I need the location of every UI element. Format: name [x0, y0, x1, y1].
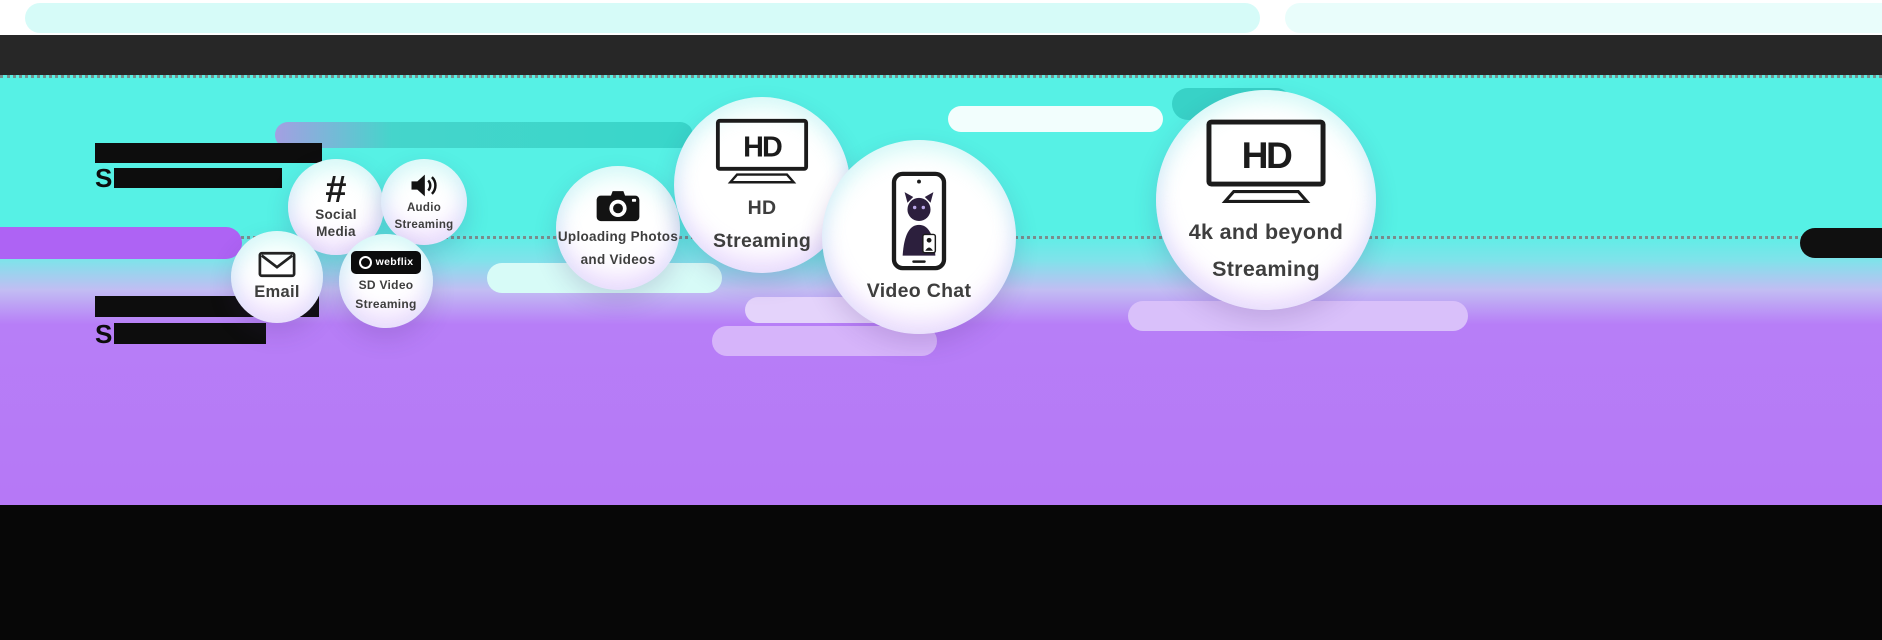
- gradient-background: S S # Social Media A: [0, 75, 1882, 505]
- speed-text-block-1: S: [95, 143, 322, 193]
- decor-pill: [1128, 301, 1468, 331]
- bubble-label: SD Video: [358, 277, 414, 292]
- bubble-label: Uploading Photos: [557, 228, 679, 244]
- speed-text-prefix: S: [95, 318, 113, 349]
- webflix-ring-icon: [358, 255, 372, 269]
- envelope-icon: [258, 251, 296, 278]
- top-dark-band: [0, 35, 1882, 75]
- bubble-video-chat: Video Chat: [822, 140, 1016, 334]
- bubble-audio-streaming: Audio Streaming: [381, 159, 467, 245]
- webflix-logo: webflix: [350, 250, 422, 274]
- decor-pill: [25, 3, 1260, 33]
- redacted-text-bar: [95, 143, 322, 163]
- speed-text-prefix: S: [95, 163, 113, 193]
- dotted-divider-top: [0, 75, 1882, 78]
- bubble-label: and Videos: [580, 251, 656, 267]
- hd-logo-text: HD: [743, 131, 782, 163]
- bubble-label: Video Chat: [866, 279, 972, 302]
- decor-pill: [948, 106, 1163, 132]
- bubble-4k-streaming: HD 4k and beyond Streaming: [1156, 90, 1376, 310]
- bubble-email: Email: [231, 231, 323, 323]
- bubble-label: Audio: [406, 202, 442, 215]
- bubble-hd-streaming: HD HD Streaming: [674, 97, 850, 273]
- decor-pill: [0, 227, 242, 259]
- top-strip: [0, 0, 1882, 35]
- bubble-label: Social: [315, 207, 357, 223]
- bottom-dark-band: [0, 505, 1882, 640]
- bubble-label: Streaming: [712, 229, 812, 252]
- bubble-label: Streaming: [394, 218, 454, 231]
- decor-pill: [1285, 3, 1882, 33]
- redacted-text-bar: [114, 323, 267, 344]
- camera-icon: [595, 188, 641, 223]
- video-chat-phone-icon: [891, 171, 947, 271]
- bubble-label: Streaming: [355, 296, 417, 311]
- bubble-uploading-photos-videos: Uploading Photos and Videos: [556, 166, 680, 290]
- bubble-label: 4k and beyond: [1188, 220, 1344, 245]
- hd-logo-text: HD: [1242, 134, 1292, 176]
- bubble-label: HD: [747, 197, 777, 220]
- webflix-wordmark: webflix: [375, 256, 414, 268]
- hd-tv-icon: HD: [714, 117, 810, 188]
- hd-tv-icon: HD: [1204, 117, 1328, 209]
- decor-pill: [275, 122, 693, 148]
- hashtag-icon: #: [325, 169, 347, 212]
- speaker-icon: [409, 172, 439, 199]
- redacted-text-bar: [114, 168, 283, 188]
- bubble-label: Streaming: [1212, 257, 1320, 281]
- decor-pill: [1800, 228, 1882, 258]
- bubble-sd-video-streaming: webflix SD Video Streaming: [339, 234, 433, 328]
- bubble-label: Email: [254, 283, 300, 302]
- bubble-label: Media: [316, 224, 356, 240]
